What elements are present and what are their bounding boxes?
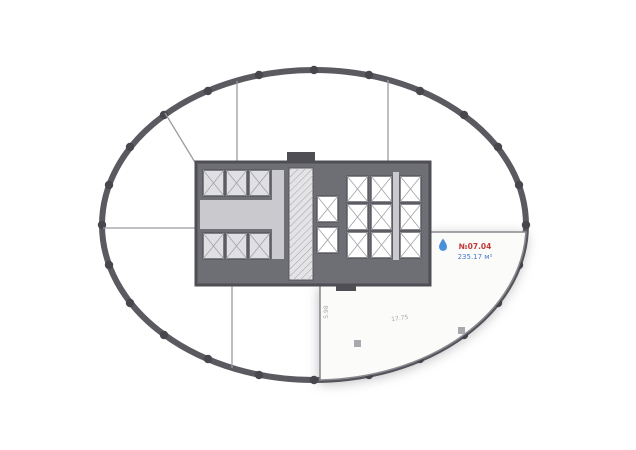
column-dot [493,142,503,152]
interior-column [458,327,465,334]
stair-hatch [289,168,313,280]
elevator-cell [370,175,393,203]
column-dot [97,220,107,230]
elevator-cell [346,203,369,231]
column-dot [521,220,531,230]
elevator-cell [399,203,422,231]
elevator-cell [346,175,369,203]
building-core [194,152,432,291]
elevator-cell [370,231,393,259]
column-dot [309,375,319,385]
elevator-cell [202,169,225,197]
elevator-cell [399,175,422,203]
unit-label: №07.04 235.17 м² [439,238,493,261]
column-dot [203,86,213,96]
column-dot [125,142,135,152]
column-dot [203,354,213,364]
elevator-cell [202,232,225,260]
column-dot [159,110,169,120]
unit-area: 235.17 м² [458,253,493,261]
unit-annotations: 17.75 5.98 №07.04 235.17 м² [323,238,493,347]
elevator-cell [248,232,271,260]
interior-column [354,340,361,347]
elevator-cell [399,231,422,259]
column-dot [459,110,469,120]
elevator-cell [316,195,339,223]
column-dot [125,298,135,308]
partition-wall [164,112,197,165]
column-dot [415,86,425,96]
unit-region-07-04[interactable] [319,231,527,381]
core-corridor [272,170,284,259]
core-bottom-stub [336,285,356,291]
column-dot [254,370,264,380]
column-dot [104,260,114,270]
column-dot [104,180,114,190]
core-corridor [393,172,399,260]
column-dot [514,180,524,190]
elevator-cell [248,169,271,197]
core-top-stub [287,152,315,162]
elevator-cell [225,169,248,197]
stairwell [288,167,314,281]
core-corridor [200,200,284,229]
droplet-icon [439,238,447,251]
elevator-bank-right [346,175,422,259]
elevator-cell [370,203,393,231]
column-dot [254,70,264,80]
elevator-cell [346,231,369,259]
column-dot [309,65,319,75]
elevator-cell [225,232,248,260]
partition-walls [103,80,389,368]
dimension-label: 17.75 [391,314,409,323]
column-dot [159,330,169,340]
dimension-label: 5.98 [323,305,330,319]
elevator-cell [316,226,339,254]
unit-number: №07.04 [459,242,492,251]
column-dot [364,70,374,80]
